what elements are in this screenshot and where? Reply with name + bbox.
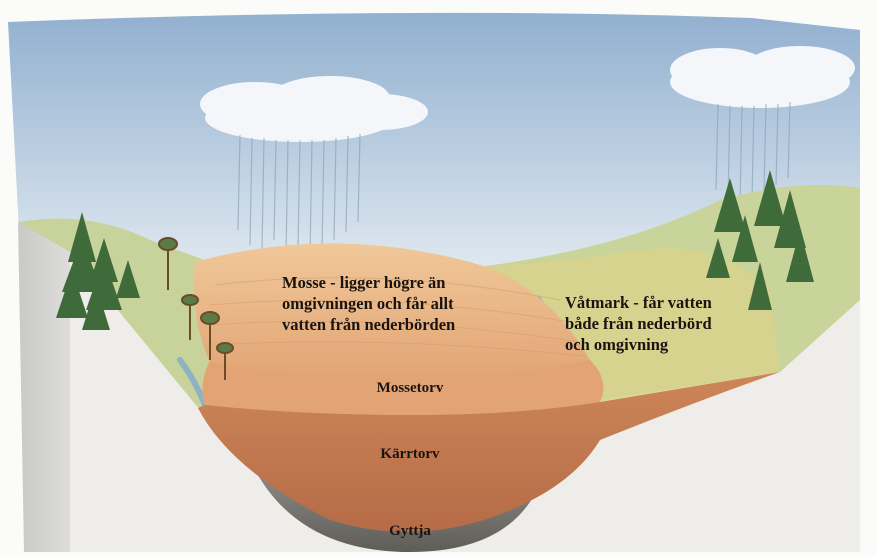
label-gyttja: Gyttja [355, 522, 465, 541]
label-vatmark: Våtmark - får vatten både från nederbörd… [565, 292, 805, 355]
cloud-right [670, 46, 855, 108]
cross-section-wall [18, 222, 70, 552]
label-mosse: Mosse - ligger högre än omgivningen och … [282, 272, 542, 335]
label-karrtorv: Kärrtorv [350, 445, 470, 464]
label-mossetorv: Mossetorv [355, 379, 465, 398]
